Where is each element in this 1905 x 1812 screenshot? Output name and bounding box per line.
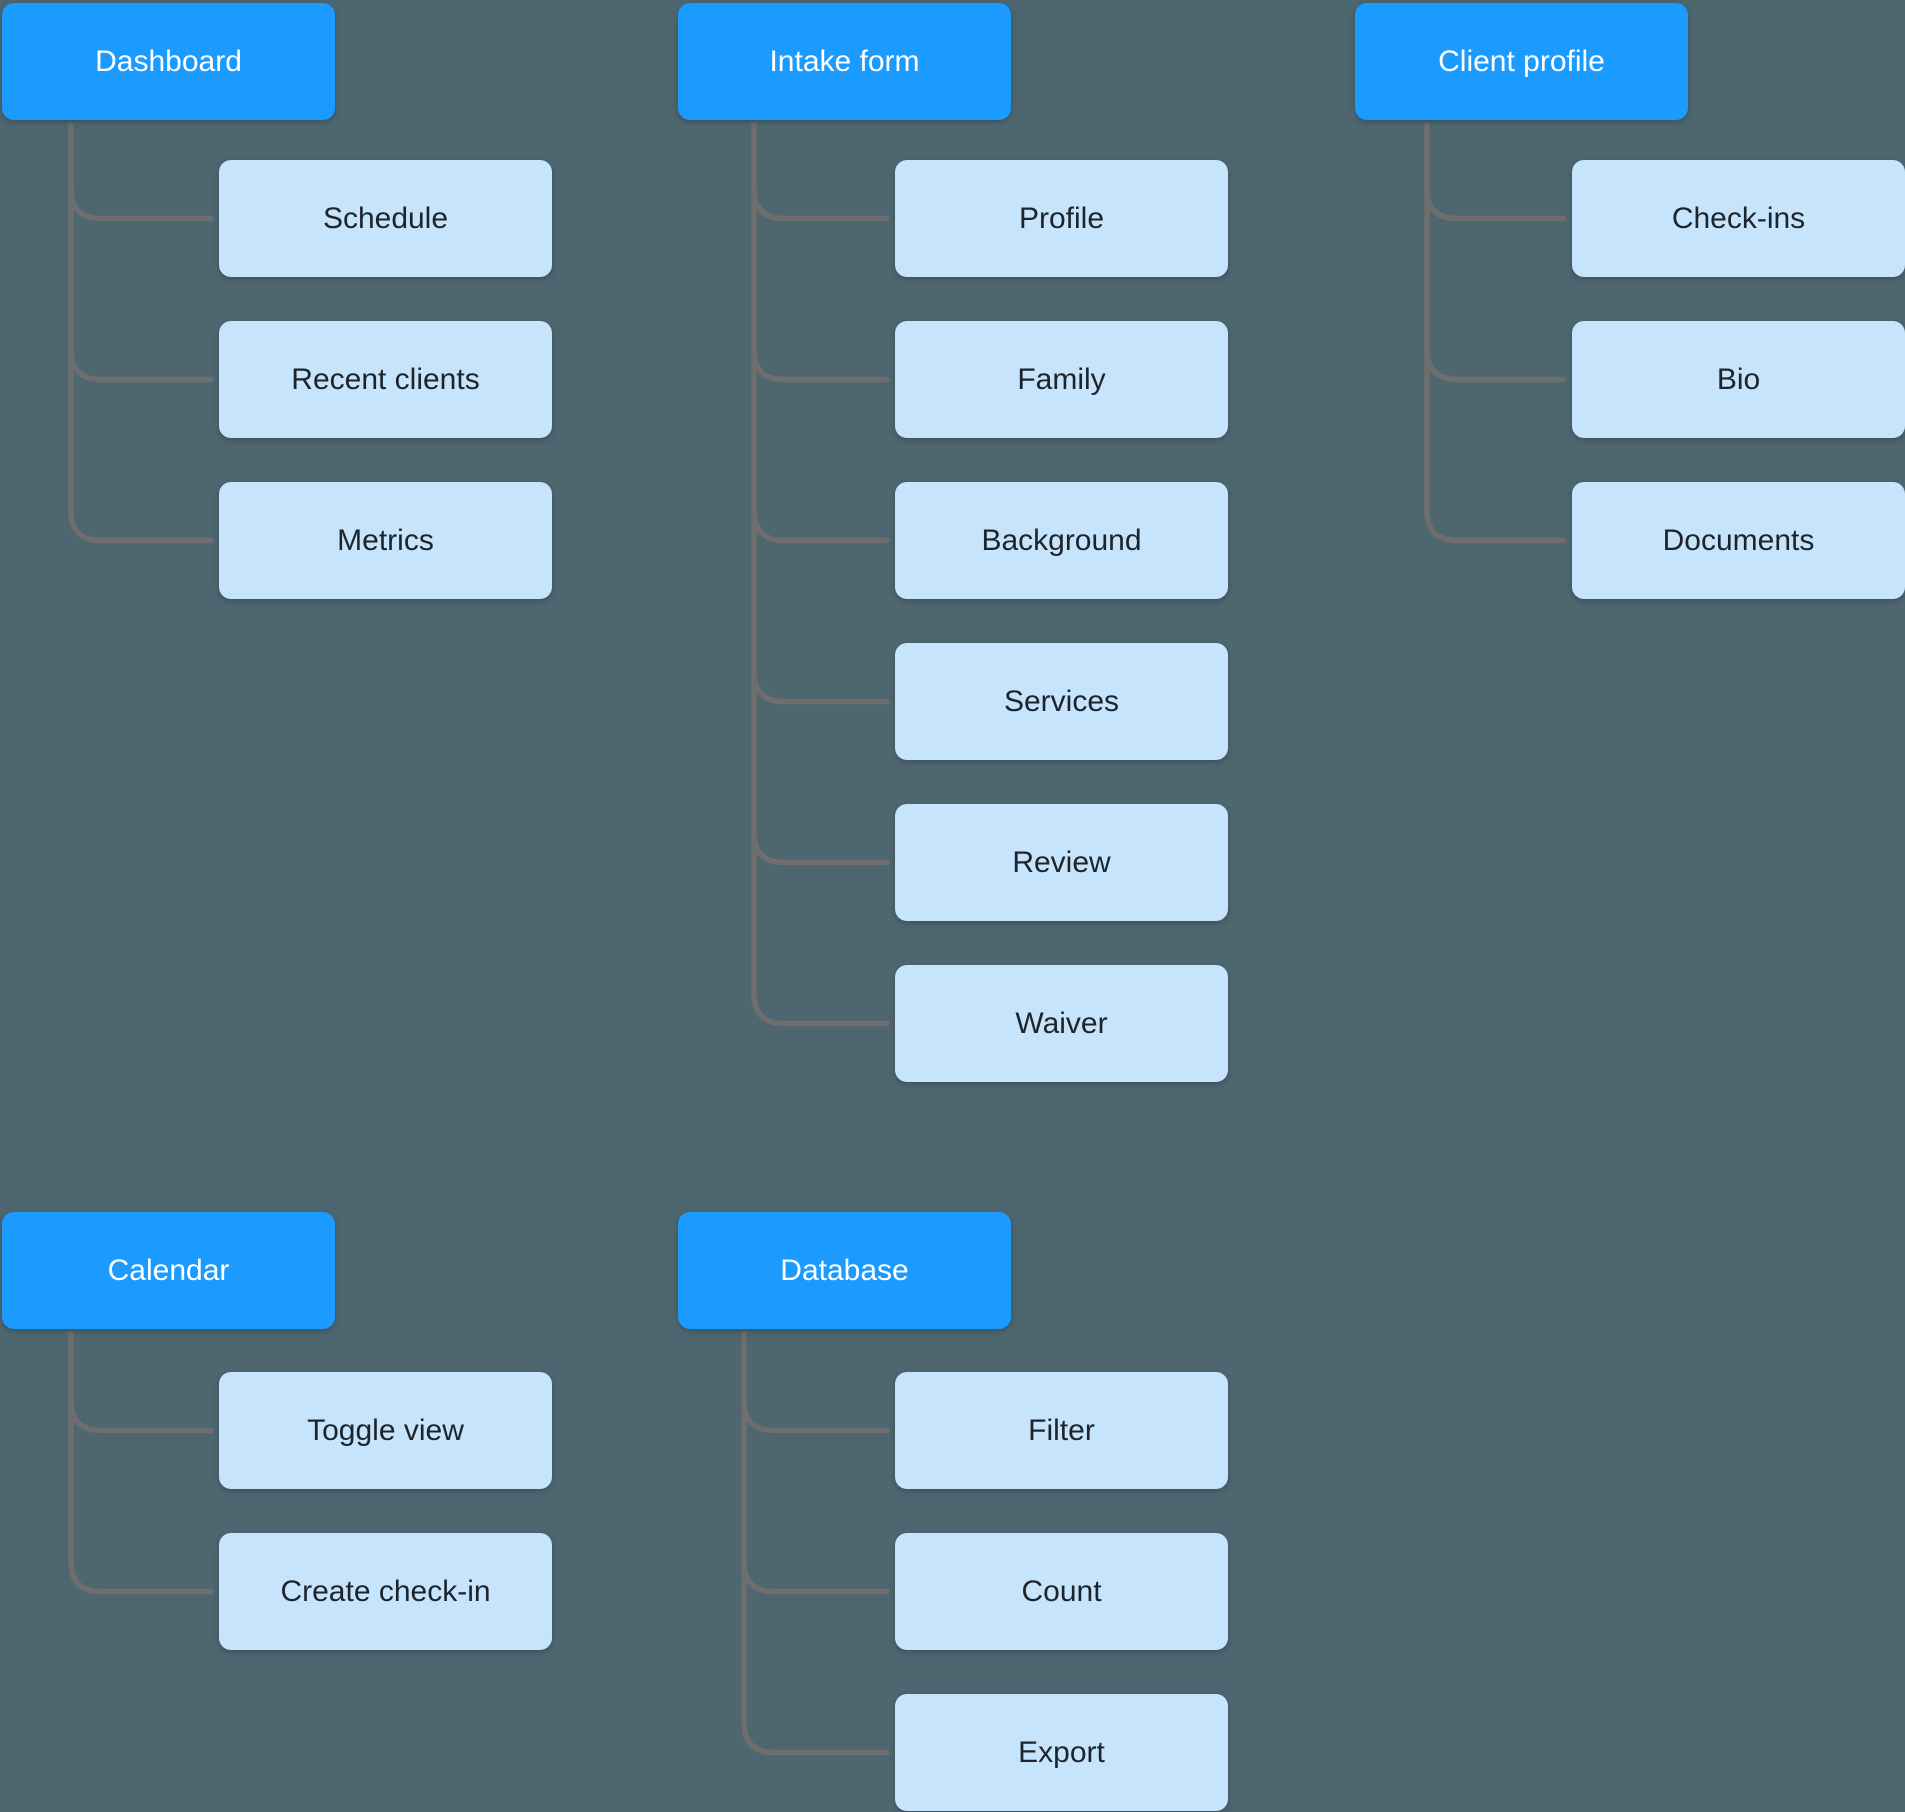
node-toggle-view[interactable]: Toggle view — [219, 1372, 552, 1489]
connector — [68, 1331, 214, 1595]
connector — [751, 185, 890, 222]
connector — [1424, 346, 1567, 383]
connector — [751, 346, 890, 383]
connector — [68, 122, 214, 544]
connector — [741, 1397, 890, 1434]
node-metrics[interactable]: Metrics — [219, 482, 552, 599]
node-background[interactable]: Background — [895, 482, 1228, 599]
connector — [751, 122, 890, 1027]
connector — [68, 346, 214, 383]
node-check-ins[interactable]: Check-ins — [1572, 160, 1905, 277]
node-intake-form[interactable]: Intake form — [678, 3, 1011, 120]
connector — [741, 1558, 890, 1595]
node-profile[interactable]: Profile — [895, 160, 1228, 277]
connector — [68, 185, 214, 222]
node-dashboard[interactable]: Dashboard — [2, 3, 335, 120]
connector — [751, 668, 890, 705]
node-count[interactable]: Count — [895, 1533, 1228, 1650]
node-create-check-in[interactable]: Create check-in — [219, 1533, 552, 1650]
connector — [1424, 185, 1567, 222]
node-services[interactable]: Services — [895, 643, 1228, 760]
connector — [751, 507, 890, 544]
connector — [1424, 122, 1567, 544]
node-family[interactable]: Family — [895, 321, 1228, 438]
node-waiver[interactable]: Waiver — [895, 965, 1228, 1082]
connector — [751, 829, 890, 866]
node-export[interactable]: Export — [895, 1694, 1228, 1811]
connector — [68, 1397, 214, 1434]
connector — [741, 1331, 890, 1756]
node-bio[interactable]: Bio — [1572, 321, 1905, 438]
node-database[interactable]: Database — [678, 1212, 1011, 1329]
node-calendar[interactable]: Calendar — [2, 1212, 335, 1329]
node-review[interactable]: Review — [895, 804, 1228, 921]
node-filter[interactable]: Filter — [895, 1372, 1228, 1489]
node-recent-clients[interactable]: Recent clients — [219, 321, 552, 438]
node-client-profile[interactable]: Client profile — [1355, 3, 1688, 120]
node-documents[interactable]: Documents — [1572, 482, 1905, 599]
node-schedule[interactable]: Schedule — [219, 160, 552, 277]
